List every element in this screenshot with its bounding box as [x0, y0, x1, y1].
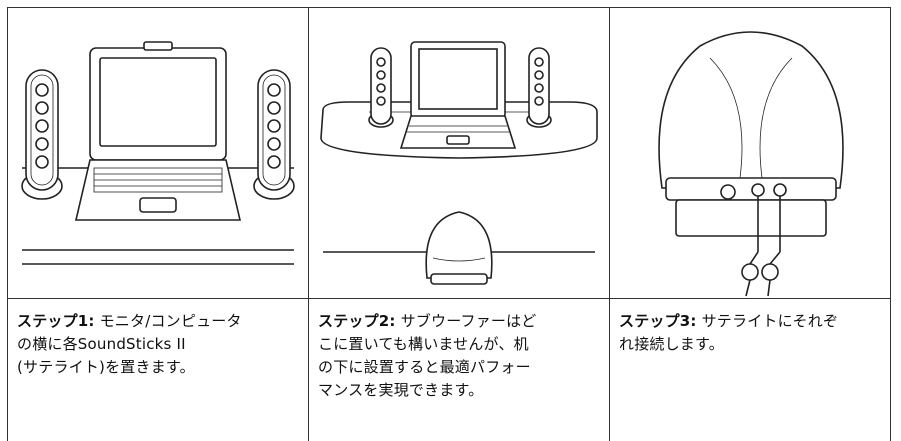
- illustration-desk-subwoofer: [309, 8, 609, 298]
- laptop: [74, 41, 242, 221]
- step-2-caption: ステップ2: サブウーファーはど こに置いても構いませんが、机 の下に設置すると…: [318, 310, 537, 402]
- illustration-subwoofer-connection: [610, 8, 891, 298]
- right-satellite-speaker: [253, 69, 295, 200]
- illustration-laptop-satellites: [8, 8, 308, 298]
- step-1-label: ステップ1:: [17, 312, 95, 330]
- left-satellite-speaker: [368, 47, 394, 128]
- step-3-label: ステップ3:: [619, 312, 697, 330]
- step-1-line-3: (サテライト)を置きます。: [17, 358, 195, 376]
- connector-cables: [741, 196, 781, 297]
- step-1-line-1: モニタ/コンピュータ: [99, 312, 242, 330]
- step-2-line-3: の下に設置すると最適パフォー: [318, 358, 531, 376]
- subwoofer-rear: [658, 31, 844, 237]
- left-satellite-speaker: [21, 69, 63, 200]
- right-satellite-speaker: [526, 47, 552, 128]
- divider-1: [308, 7, 309, 441]
- step-2-line-2: こに置いても構いませんが、机: [318, 335, 529, 353]
- step-1-caption: ステップ1: モニタ/コンピュータ の横に各SoundSticks II (サテ…: [17, 310, 242, 379]
- step-3-line-1: サテライトにそれぞ: [701, 312, 839, 330]
- step-2-line-1: サブウーファーはど: [400, 312, 537, 330]
- instruction-grid: [7, 7, 891, 441]
- divider-2: [609, 7, 610, 441]
- step-3-line-2: れ接続します。: [619, 335, 724, 353]
- subwoofer: [425, 211, 493, 285]
- row-divider: [7, 298, 891, 299]
- step-1-line-2: の横に各SoundSticks II: [17, 335, 186, 353]
- step-2-line-4: マンスを実現できます。: [318, 381, 484, 399]
- step-3-caption: ステップ3: サテライトにそれぞ れ接続します。: [619, 310, 838, 356]
- laptop: [399, 41, 517, 149]
- step-2-label: ステップ2:: [318, 312, 396, 330]
